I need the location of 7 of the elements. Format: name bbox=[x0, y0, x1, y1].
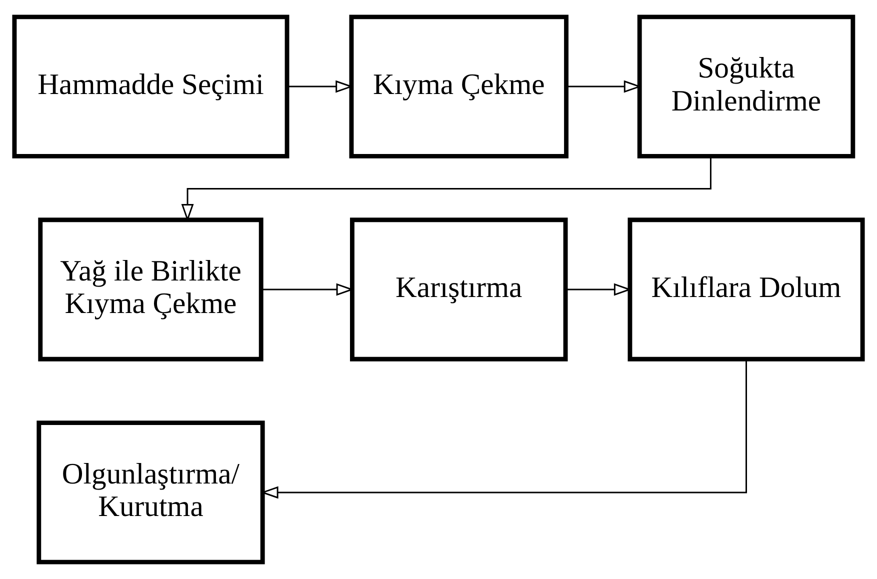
node-box: Karıştırma bbox=[350, 218, 568, 362]
node-box: Hammadde Seçimi bbox=[12, 14, 290, 158]
node-box: Yağ ile Birlikte Kıyma Çekme bbox=[38, 218, 264, 362]
node-box: Soğukta Dinlendirme bbox=[637, 14, 856, 158]
node-box: Kılıflara Dolum bbox=[628, 218, 865, 362]
node-box: Kıyma Çekme bbox=[349, 14, 568, 158]
node-box: Olgunlaştırma/ Kurutma bbox=[36, 420, 265, 564]
